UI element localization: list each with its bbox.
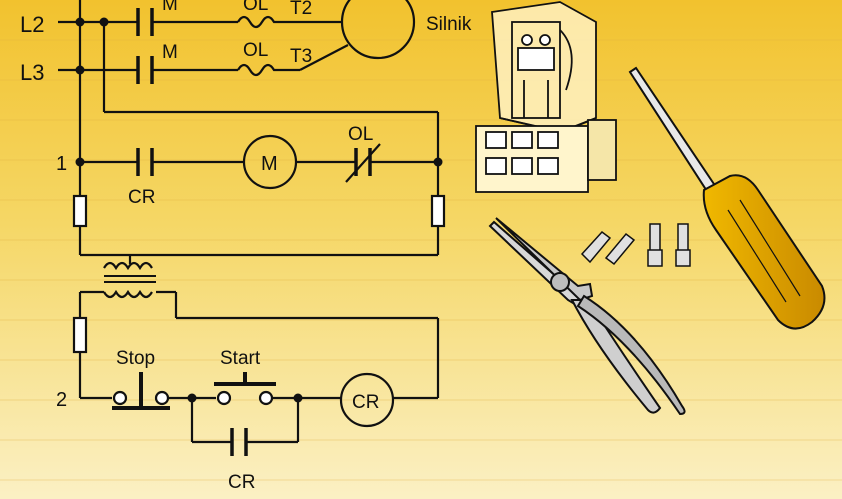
label-ol-contact: OL xyxy=(348,124,373,145)
label-motor-m: M xyxy=(261,153,278,175)
label-motor-name: Silnik xyxy=(426,14,472,35)
brick-texture xyxy=(0,39,842,481)
label-l3: L3 xyxy=(20,60,44,85)
label-t2: T2 xyxy=(290,0,312,19)
junction-dots xyxy=(75,17,443,403)
terminal-connector-icon xyxy=(580,223,691,267)
label-stop: Stop xyxy=(116,348,155,369)
circuit-diagram xyxy=(58,0,446,456)
pliers-icon xyxy=(488,217,686,416)
label-t3: T3 xyxy=(290,46,312,67)
screwdriver-icon xyxy=(628,66,826,330)
label-start: Start xyxy=(220,348,261,369)
label-ol-top: OL xyxy=(243,0,268,15)
relay-icon xyxy=(475,1,617,193)
label-ol-mid: OL xyxy=(243,40,268,61)
label-node-1: 1 xyxy=(56,153,67,175)
label-m-top: M xyxy=(162,0,178,15)
diagram-labels: L2 L3 M M OL OL T2 T3 Silnik 1 CR M OL 2… xyxy=(20,0,472,493)
label-cr-hold: CR xyxy=(228,472,255,493)
label-l2: L2 xyxy=(20,12,44,37)
label-cr-contact: CR xyxy=(128,187,155,208)
label-node-2: 2 xyxy=(56,389,67,411)
label-cr-coil: CR xyxy=(352,392,379,413)
label-m-mid: M xyxy=(162,42,178,63)
